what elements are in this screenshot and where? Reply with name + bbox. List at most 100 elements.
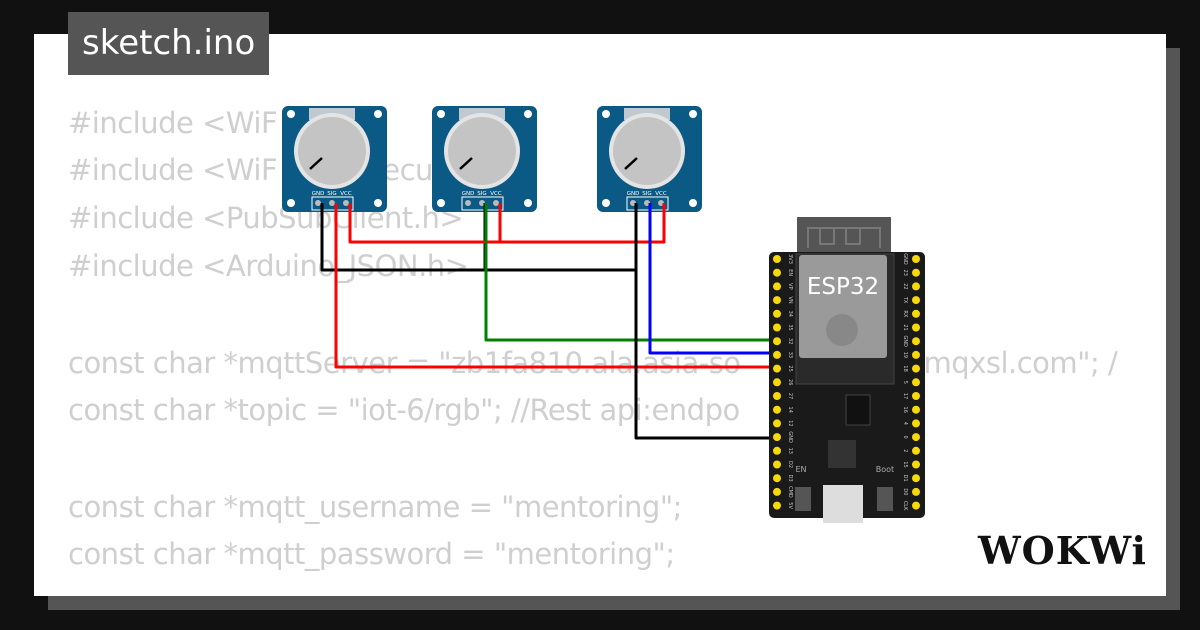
pin-33	[773, 350, 781, 359]
mount-hole	[689, 110, 697, 118]
mount-hole	[437, 110, 445, 118]
pin-label: 32	[787, 338, 793, 344]
pin-label: 26	[787, 379, 793, 385]
pin-label: CMD	[787, 486, 793, 498]
pin-label: D3	[787, 475, 793, 482]
wire	[320, 203, 636, 272]
pin-12	[773, 419, 781, 428]
pin-label: 5V	[787, 502, 793, 509]
code-line: #include <WiF	[68, 106, 278, 140]
pin-34	[773, 309, 781, 318]
pin-D2	[773, 460, 781, 469]
pin-label: 19	[902, 352, 908, 358]
pin-15	[912, 460, 920, 469]
pin-D0	[912, 487, 920, 496]
mount-hole	[287, 110, 295, 118]
pin-label: GND	[312, 191, 325, 197]
pin-23	[912, 268, 920, 277]
wire	[634, 203, 777, 440]
antenna	[797, 217, 891, 257]
pin-35	[773, 323, 781, 332]
pin-label: VP	[787, 283, 793, 289]
pin-label: 15	[902, 461, 908, 467]
code-line: const char *mqtt_username = "mentoring";	[68, 490, 682, 524]
knob-indicator	[624, 157, 638, 170]
pin-27	[773, 392, 781, 400]
pin-16	[912, 405, 920, 414]
pin-18	[912, 364, 920, 373]
mount-hole	[524, 110, 532, 118]
pin-25	[773, 364, 781, 373]
pin-17	[912, 392, 920, 400]
pin	[315, 200, 321, 206]
code-line: #include <PubSubClient.h>	[68, 201, 464, 235]
pin-label: 12	[787, 420, 793, 426]
pin-label: 27	[787, 393, 793, 399]
pin-VP	[773, 282, 781, 291]
button-label: Boot	[876, 465, 894, 474]
pin-label: VN	[787, 297, 793, 304]
pin-EN	[773, 268, 781, 277]
pin-label: 0	[902, 436, 908, 439]
pin-label: 34	[787, 311, 793, 317]
mount-hole	[524, 199, 532, 207]
module-shield	[799, 255, 887, 358]
pin-22	[912, 282, 920, 291]
pin-RX	[912, 309, 920, 318]
knob	[298, 117, 366, 185]
pin-5	[912, 378, 920, 387]
button-label: EN	[795, 465, 806, 474]
pin-label: CLK	[902, 501, 908, 511]
pin-label: 4	[902, 422, 908, 425]
pin-label: TX	[902, 296, 908, 304]
pin-label: RX	[902, 310, 908, 317]
boot-button	[877, 487, 893, 511]
board-label: ESP32	[807, 274, 879, 300]
code-line: const char *mqtt_password = "mentoring";	[68, 537, 675, 571]
pin-GND	[912, 337, 920, 346]
mount-hole	[602, 110, 610, 118]
mount-hole	[602, 199, 610, 207]
pin-label: 25	[787, 365, 793, 371]
pin-D3	[773, 474, 781, 483]
pin	[343, 200, 349, 206]
pin-GND	[773, 433, 781, 442]
pin-label: 2	[902, 449, 908, 452]
code-preview: #include <WiF #include <WiF Secu #includ…	[68, 34, 1118, 571]
pin-label: 18	[902, 365, 908, 371]
sketch-title: sketch.ino	[68, 12, 270, 75]
code-line: const char *topic = "iot-6/rgb"; //Rest …	[68, 393, 740, 427]
pin-label: 13	[787, 448, 793, 454]
wire	[348, 203, 666, 244]
usb-port	[823, 485, 863, 523]
pin-2	[912, 446, 920, 455]
pin-32	[773, 337, 781, 346]
pin-D1	[912, 474, 920, 483]
pin-label: 21	[902, 324, 908, 330]
chip	[828, 440, 856, 468]
pin-label: SIG	[477, 191, 486, 197]
pin	[329, 200, 335, 206]
wire	[648, 203, 777, 355]
pin-header	[626, 196, 669, 211]
mount-hole	[374, 110, 382, 118]
pin-label: 14	[787, 407, 793, 413]
knob	[613, 117, 681, 185]
pin	[465, 200, 471, 206]
pin-CMD	[773, 487, 781, 496]
pin-label: D1	[902, 475, 908, 482]
pin-5V	[773, 501, 781, 510]
pin-19	[912, 350, 920, 359]
mount-hole	[374, 199, 382, 207]
pin-label: 22	[902, 283, 908, 289]
pin-label: SIG	[327, 191, 336, 197]
pin-label: 16	[902, 407, 908, 413]
wokwi-logo: WOKWi	[978, 528, 1147, 573]
pin-label: VCC	[340, 191, 352, 197]
wire	[484, 203, 777, 342]
pin-label: 23	[902, 270, 908, 276]
